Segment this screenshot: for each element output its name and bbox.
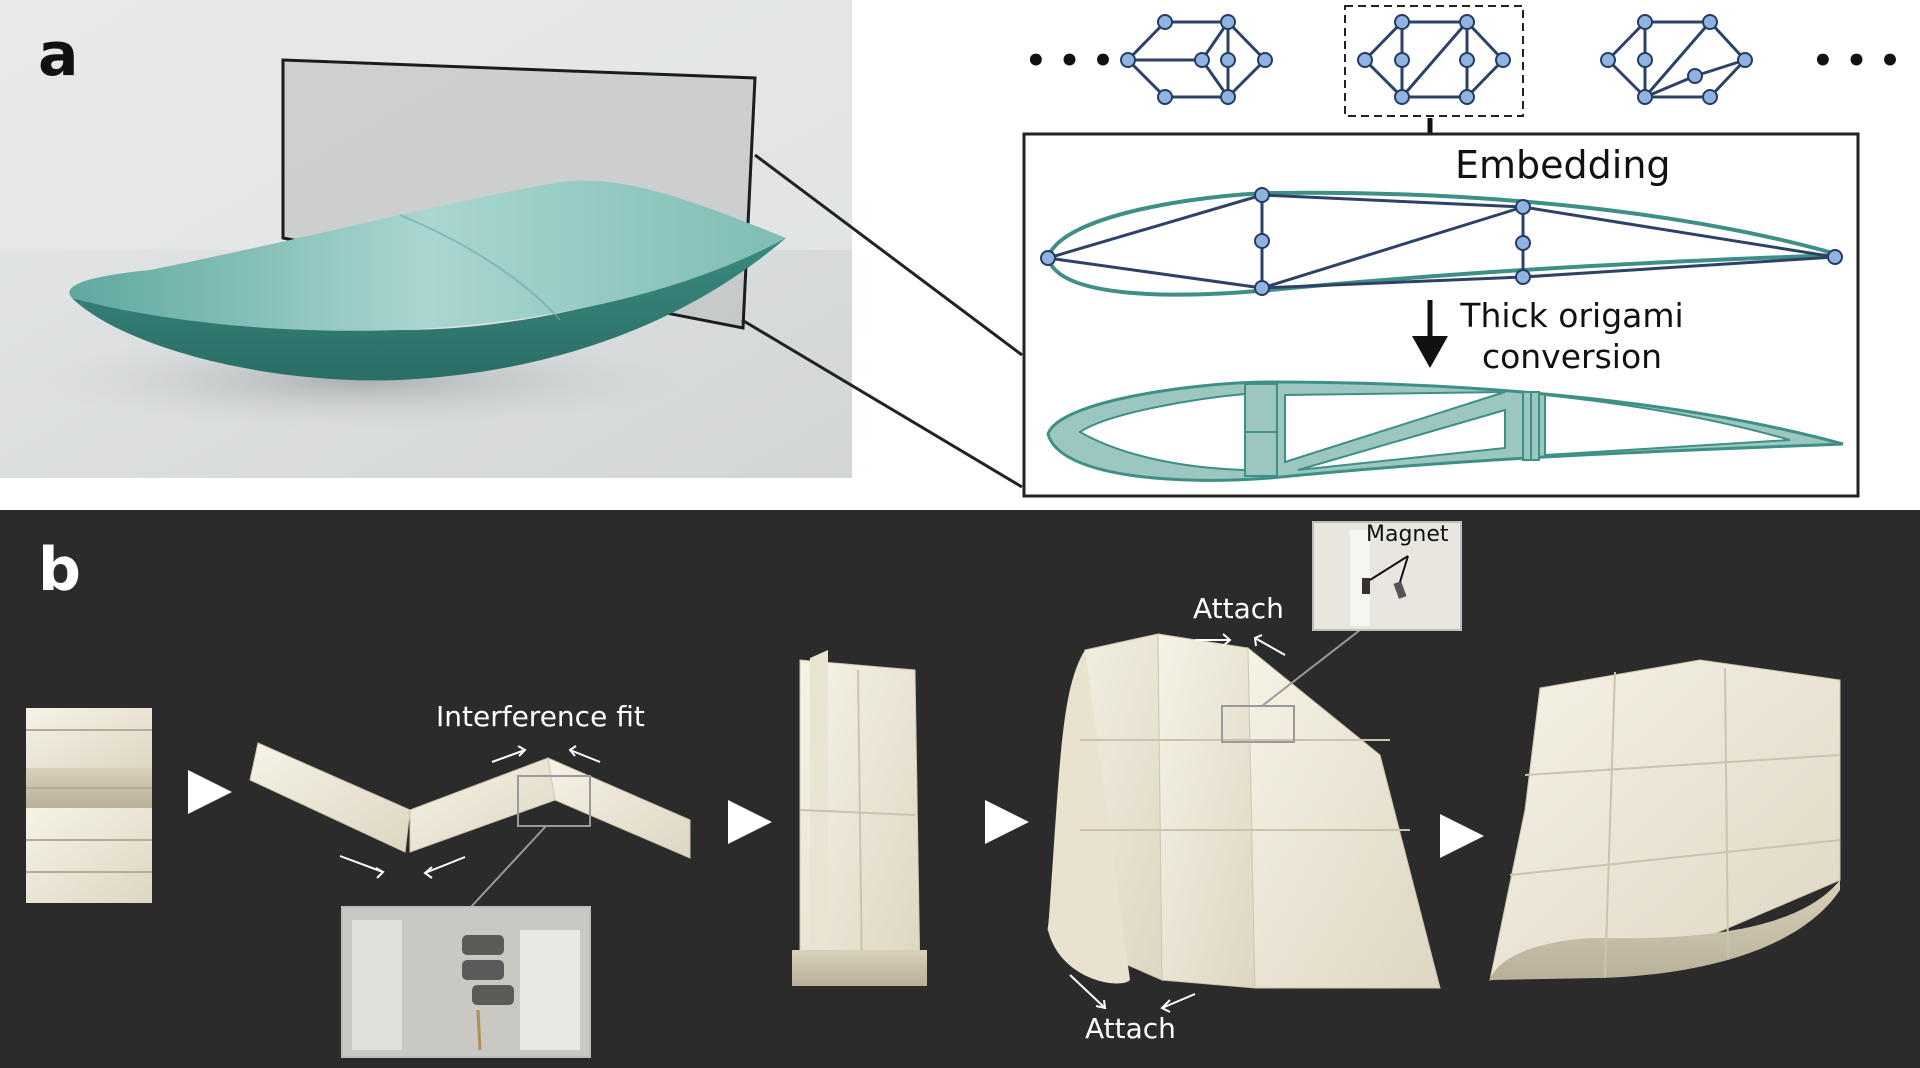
graph-embedding-diagram: • • • • • •: [741, 5, 1901, 498]
inset-interference-photo: [341, 906, 591, 1058]
stage-2-zigzag: [249, 742, 691, 909]
label-attach-top: Attach: [1193, 592, 1284, 625]
wing-render-svg: [0, 0, 852, 478]
label-attach-bottom: Attach: [1085, 1012, 1176, 1045]
embedded-graph-nodes: [1040, 187, 1843, 296]
label-magnet: Magnet: [1366, 522, 1449, 547]
step-conversion-label-line2: conversion: [1482, 337, 1662, 376]
stage-5-final-wing: [1489, 659, 1841, 981]
conversion-arrow-head: [1412, 336, 1448, 368]
panel-letter-a: a: [38, 20, 79, 90]
candidate-graph-2-nodes: [1357, 14, 1511, 105]
wing-underside: [72, 238, 786, 381]
assembly-sequence: [26, 521, 1841, 1058]
candidate-graph-3: [1606, 20, 1747, 99]
step-embedding-label: Embedding: [1455, 143, 1671, 187]
inset-magnet-photo: [1312, 521, 1462, 631]
wing-top: [69, 180, 787, 331]
panel-b: b: [0, 510, 1920, 1068]
candidate-graph-1-nodes: [1120, 14, 1273, 105]
step-arrow-1: [188, 770, 232, 814]
ellipsis-left: • • •: [1025, 41, 1114, 81]
ellipsis-right: • • •: [1812, 41, 1901, 81]
candidate-graph-2: [1363, 20, 1505, 99]
step-conversion-label-line1: Thick origami: [1459, 296, 1683, 335]
zoom-line-top: [754, 153, 1023, 357]
panel-letter-b: b: [38, 535, 81, 605]
stage-1-folded-stack: [26, 708, 152, 903]
attach-arrows: [1069, 633, 1286, 1013]
stage-4-unfolding-wing: [1047, 629, 1441, 989]
step-arrow-3: [985, 800, 1029, 844]
wing-render: [0, 0, 852, 478]
embedded-graph-edges: [1047, 193, 1836, 290]
label-interference-fit: Interference fit: [436, 700, 645, 733]
panel-a: a • • • • • •: [0, 0, 1920, 510]
candidate-graph-3-nodes: [1600, 14, 1753, 105]
stage-3-folded-panel: [792, 650, 927, 986]
selected-graph-frame: [1344, 5, 1524, 117]
wing-crease: [399, 214, 561, 321]
interference-arrows: [339, 745, 601, 879]
step-arrow-2: [728, 800, 772, 844]
thick-origami-airfoil: [1046, 380, 1844, 482]
step-arrow-4: [1440, 814, 1484, 858]
zoom-line-bottom: [741, 318, 1023, 489]
